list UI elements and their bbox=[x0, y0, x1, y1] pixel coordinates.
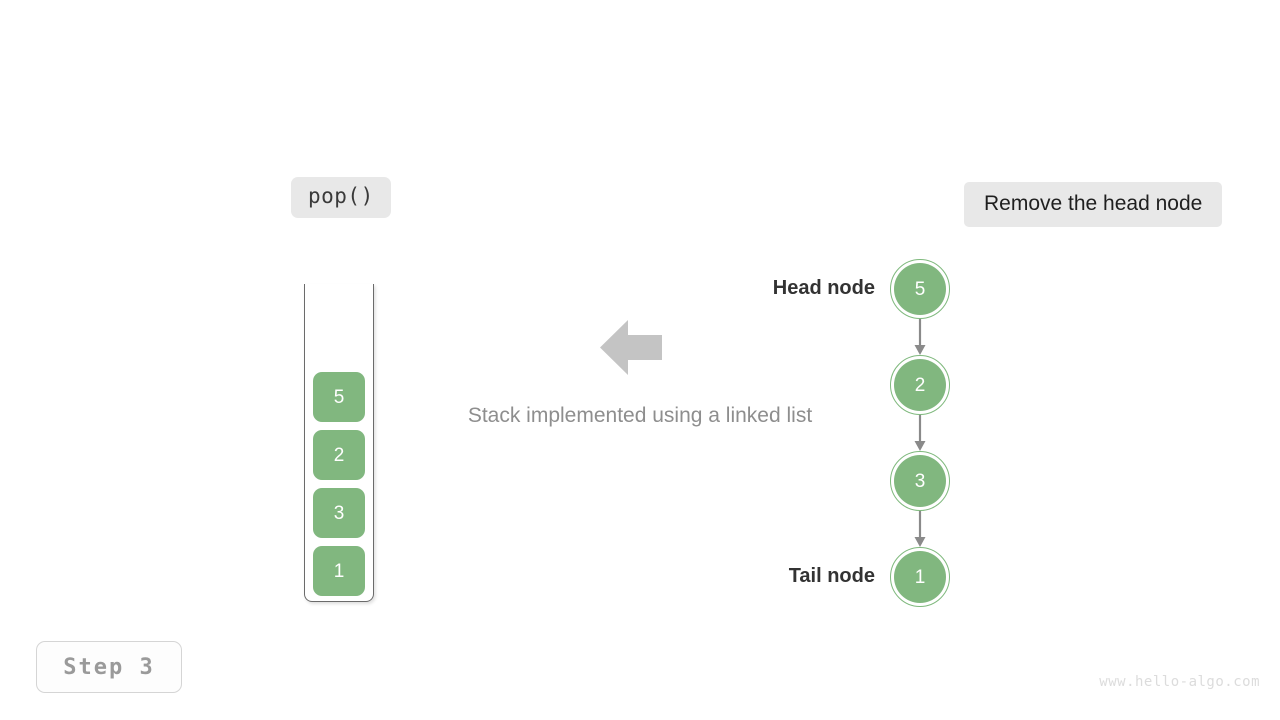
node-value: 2 bbox=[894, 359, 946, 411]
node-ring bbox=[890, 355, 950, 415]
linked-list-connector-arrow bbox=[910, 319, 930, 355]
node-ring bbox=[890, 547, 950, 607]
operation-badge: pop() bbox=[291, 177, 391, 218]
linked-list-node: 5 bbox=[890, 259, 950, 319]
action-badge: Remove the head node bbox=[964, 182, 1223, 227]
diagram-caption: Stack implemented using a linked list bbox=[0, 404, 1280, 428]
node-value: 5 bbox=[894, 263, 946, 315]
linked-list-node: 3 bbox=[890, 451, 950, 511]
step-badge: Step 3 bbox=[36, 641, 182, 693]
stack-container: 5 2 3 1 bbox=[304, 284, 374, 602]
arrow-left-icon bbox=[600, 320, 662, 375]
head-node-label: Head node bbox=[772, 277, 875, 299]
stack-cell: 3 bbox=[313, 488, 365, 538]
node-ring bbox=[890, 451, 950, 511]
diagram-caption-text: Stack implemented using a linked list bbox=[467, 404, 813, 427]
linked-list-connector-arrow bbox=[910, 511, 930, 547]
stack-cell: 5 bbox=[313, 372, 365, 422]
stack-cell: 2 bbox=[313, 430, 365, 480]
node-value: 3 bbox=[894, 455, 946, 507]
stack-vessel-outline bbox=[304, 284, 374, 602]
linked-list-connector-arrow bbox=[910, 415, 930, 451]
node-ring bbox=[890, 259, 950, 319]
node-value: 1 bbox=[894, 551, 946, 603]
linked-list-node: 1 bbox=[890, 547, 950, 607]
watermark: www.hello-algo.com bbox=[1099, 674, 1260, 690]
tail-node-label: Tail node bbox=[788, 565, 875, 587]
stack-cell-list: 5 2 3 1 bbox=[304, 372, 374, 596]
stack-cell: 1 bbox=[313, 546, 365, 596]
linked-list-node: 2 bbox=[890, 355, 950, 415]
